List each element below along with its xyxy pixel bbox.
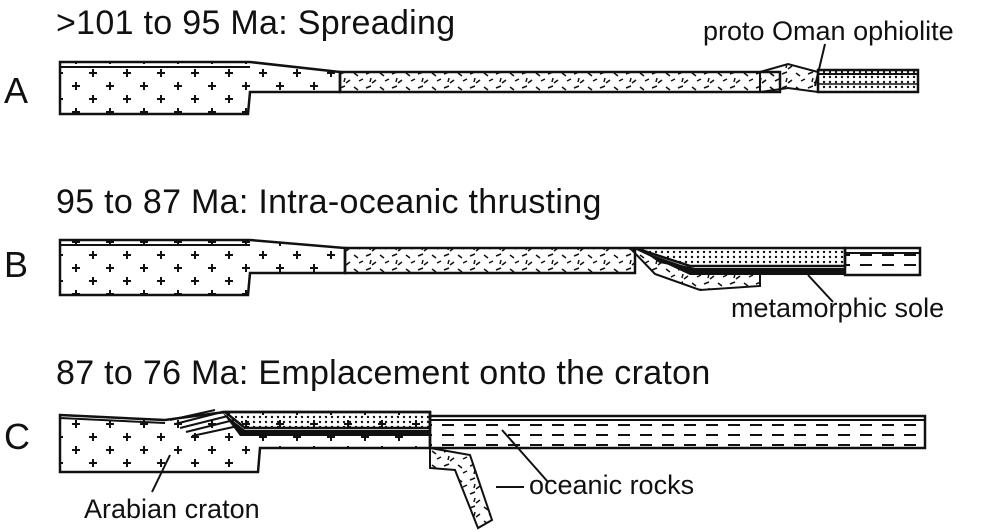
oceanic-rocks-label: oceanic rocks — [529, 470, 694, 501]
panel-b-label: B — [4, 244, 28, 286]
panel-a-title: >101 to 95 Ma: Spreading — [56, 4, 455, 43]
panel-a-label: A — [4, 70, 28, 112]
panel-c-title: 87 to 76 Ma: Emplacement onto the craton — [56, 354, 711, 393]
panel-b-title: 95 to 87 Ma: Intra-oceanic thrusting — [56, 183, 602, 222]
metamorphic-sole-label: metamorphic sole — [731, 293, 944, 324]
panel-a-section — [60, 44, 918, 114]
arabian-craton-label: Arabian craton — [84, 494, 260, 525]
panel-c-label: C — [4, 416, 30, 458]
proto-oman-ophiolite-label: proto Oman ophiolite — [703, 16, 954, 47]
